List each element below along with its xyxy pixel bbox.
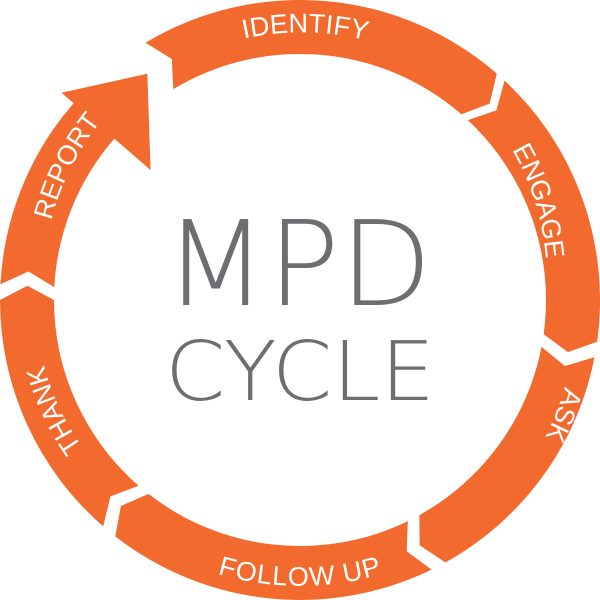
segment-report (0, 73, 151, 288)
segment-follow-up (115, 493, 432, 600)
center-title-mpd: MPD (164, 195, 432, 333)
segment-thank (0, 285, 139, 527)
segment-ask (419, 346, 595, 563)
center-title-cycle: CYCLE (165, 325, 435, 420)
segment-identify (145, 0, 497, 115)
segment-engage (467, 80, 600, 353)
